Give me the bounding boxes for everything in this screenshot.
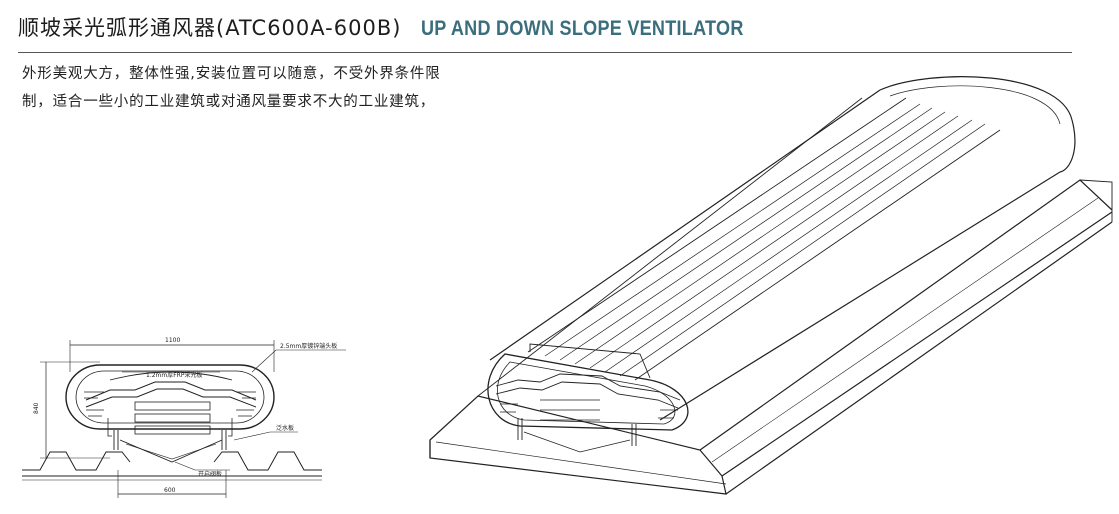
flashing-label: 泛水板 <box>276 424 294 432</box>
page-title-english: UP AND DOWN SLOPE VENTILATOR <box>421 17 745 40</box>
product-description: 外形美观大方，整体性强,安装位置可以随意，不受外界条件限 制，适合一些小的工业建… <box>22 60 441 116</box>
dim-height-label: 840 <box>33 402 40 414</box>
valve-label: 开启阀板 <box>198 470 222 478</box>
page-header: 顺坡采光弧形通风器(ATC600A-600B) UP AND DOWN SLOP… <box>18 12 797 42</box>
description-line: 制，适合一些小的工业建筑或对通风量要求不大的工业建筑， <box>22 94 436 110</box>
page-title-chinese: 顺坡采光弧形通风器(ATC600A-600B) <box>18 16 402 40</box>
endplate-label: 2.5mm厚镀锌端头板 <box>280 342 337 350</box>
dim-throat-label: 600 <box>164 487 176 494</box>
header-divider <box>18 52 1072 53</box>
dim-width-label: 1100 <box>165 337 180 344</box>
description-line: 外形美观大方，整体性强,安装位置可以随意，不受外界条件限 <box>22 66 441 82</box>
fiberglass-label: 1.2mm厚FRP采光板 <box>146 371 202 379</box>
